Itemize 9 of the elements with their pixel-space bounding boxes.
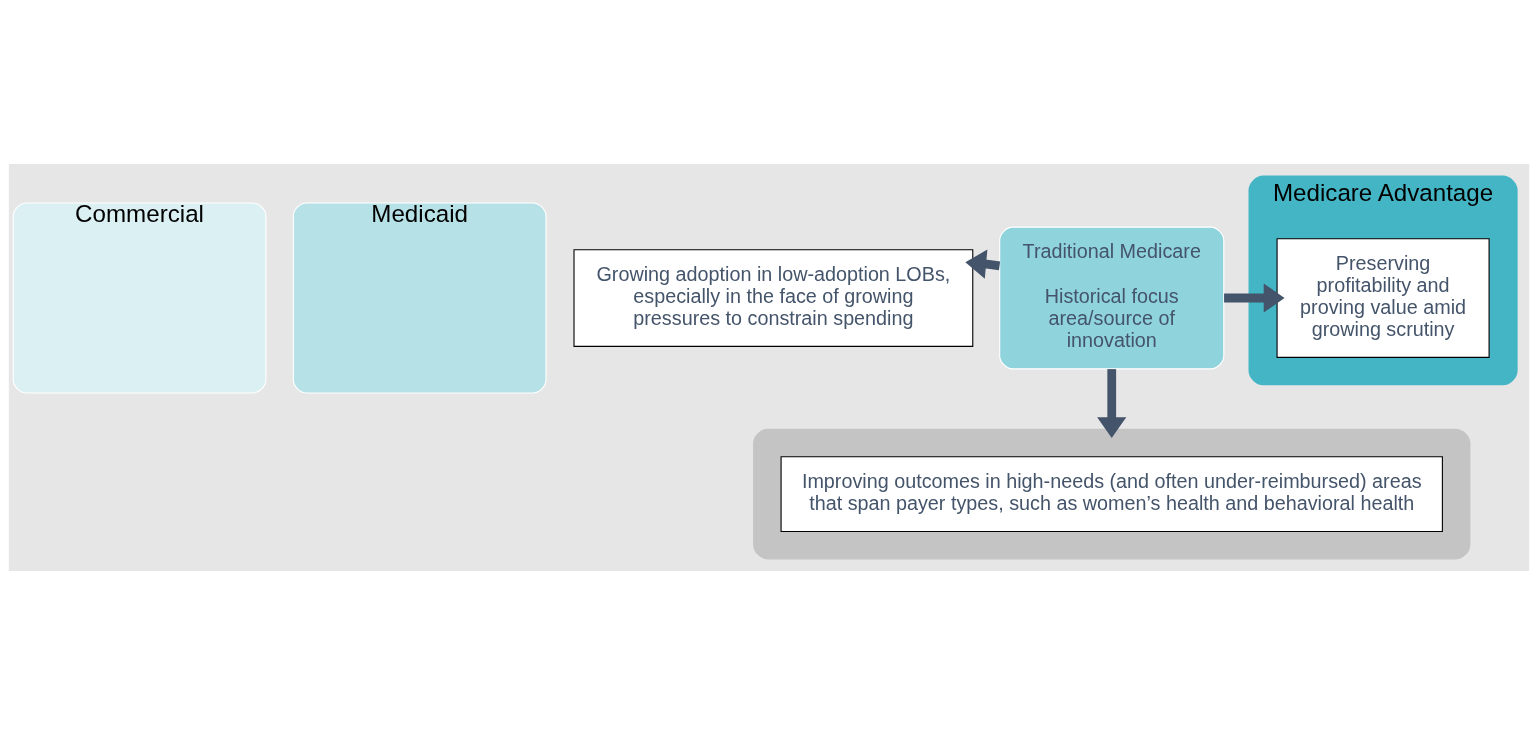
node-box: Medicaid <box>292 202 547 394</box>
node-box: Traditional Medicare Historical focus area/source of innovation <box>999 226 1225 370</box>
node-box: Improving outcomes in high-needs (and often under-reimbursed) areas that span payer types, such as women’s health and behavioral health <box>780 456 1443 532</box>
node-box: Preserving profitability and proving value amid growing scrutiny <box>1276 238 1490 358</box>
arrow <box>1224 283 1285 313</box>
node-box: Commercial <box>12 202 267 394</box>
arrow <box>1097 369 1127 439</box>
cluster <box>753 428 1471 560</box>
node-box: Growing adoption in low-adoption LOBs, especially in the face of growing pressures to constrain spending <box>573 249 974 347</box>
